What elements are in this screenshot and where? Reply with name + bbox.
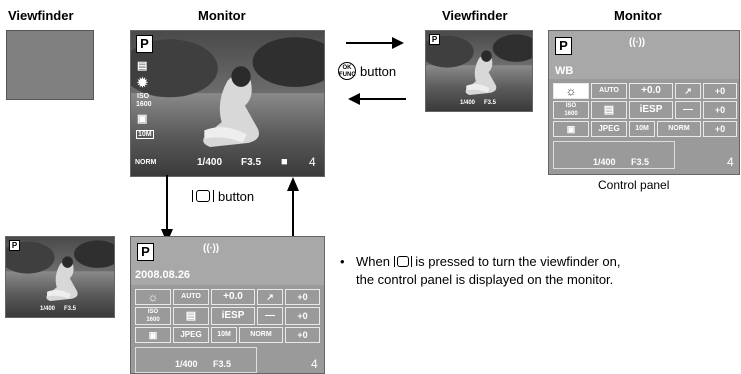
quality-cell-bottom[interactable]: NORM xyxy=(239,327,283,343)
panel-shutter: 1/400 xyxy=(593,157,616,167)
wb-cell[interactable]: ☼ xyxy=(553,83,589,99)
viewfinder-live-view-right: P 1/400 F3.5 xyxy=(425,30,533,112)
panel-bottom-shutter: 1/400 xyxy=(175,359,198,369)
iso-value: 1600 xyxy=(136,101,152,108)
metering-icon: ▣ xyxy=(137,113,148,125)
drive-icon: ▤ xyxy=(137,60,148,72)
note-line1-pre: When xyxy=(356,254,390,269)
iso-cell-value: 1600 xyxy=(564,111,578,117)
wb-cell-bottom[interactable]: ☼ xyxy=(135,289,171,305)
header-viewfinder-left: Viewfinder xyxy=(8,8,74,23)
header-viewfinder-right: Viewfinder xyxy=(442,8,508,23)
metering-cell-bottom[interactable]: iESP xyxy=(211,307,255,325)
note-line1: When is pressed to turn the viewfinder o… xyxy=(356,254,620,269)
small-shutter: 1/400 xyxy=(460,100,476,106)
drive-cell[interactable]: ▤ xyxy=(591,101,627,119)
iso-label: ISO xyxy=(137,93,150,100)
note-bullet: • xyxy=(340,254,345,269)
header-monitor-right: Monitor xyxy=(614,8,662,23)
note-line1-post: is pressed to turn the viewfinder on, xyxy=(415,254,621,269)
viewfinder-button-inline-icon xyxy=(393,256,412,267)
af-cell-bottom[interactable]: ▣ xyxy=(135,327,171,343)
panel-bottom-bar-2 xyxy=(135,347,257,373)
size-cell-bottom[interactable]: 10M xyxy=(211,327,237,343)
wb-label: WB xyxy=(555,65,574,77)
iso-cell-label: ISO xyxy=(565,103,577,109)
shutter-speed: 1/400 xyxy=(197,157,223,168)
viewfinder-photo-left xyxy=(6,237,114,317)
gradation-cell[interactable]: +0 xyxy=(703,121,737,137)
quality-cell[interactable]: NORM xyxy=(657,121,701,137)
af-cell[interactable]: ▣ xyxy=(553,121,589,137)
flash-comp-cell-bottom[interactable]: — xyxy=(257,307,283,325)
panel-frames: 4 xyxy=(727,155,734,169)
saturation-cell-bottom[interactable]: +0 xyxy=(285,307,320,325)
size-cell[interactable]: 10M xyxy=(629,121,655,137)
arrow-left xyxy=(348,93,406,105)
arrow-down xyxy=(161,175,173,243)
small-aperture: F3.5 xyxy=(484,100,497,106)
viewfinder-photo xyxy=(426,31,532,111)
panel-mode: P xyxy=(555,37,572,55)
camera-icon: ■ xyxy=(281,156,288,168)
ok-button-label: button xyxy=(360,64,397,79)
format-cell[interactable]: JPEG xyxy=(591,121,627,137)
monitor-photo xyxy=(131,31,324,176)
compression-label: NORM xyxy=(135,159,157,166)
ev-cell-bottom[interactable]: +0.0 xyxy=(211,289,255,305)
gradation-cell-bottom[interactable]: +0 xyxy=(285,327,320,343)
viewfinder-button-icon xyxy=(192,190,214,202)
control-panel-caption: Control panel xyxy=(598,178,670,192)
iso-cell[interactable]: ISO 1600 xyxy=(553,101,589,119)
viewfinder-button-label: button xyxy=(218,189,255,204)
mode-indicator-small: P xyxy=(429,34,440,45)
panel-bottom-bar xyxy=(553,141,675,169)
viewfinder-live-view-left: P 1/400 F3.5 xyxy=(5,236,115,318)
saturation-cell[interactable]: +0 xyxy=(703,101,737,119)
control-panel-right: P ((∙)) WB ☼ AUTO +0.0 ↗ +0 ISO 1600 ▤ iE… xyxy=(548,30,740,175)
iso-cell-bottom[interactable]: ISO 1600 xyxy=(135,307,171,325)
header-monitor-left: Monitor xyxy=(198,8,246,23)
monitor-live-view: P ▤ ✹ ISO 1600 ▣ 10M NORM 1/400 F3.5 ■ 4 xyxy=(130,30,325,177)
panel-aperture: F3.5 xyxy=(631,157,650,167)
control-panel-bottom: P ((∙)) 2008.08.26 ☼ AUTO +0.0 ↗ +0 ISO 1… xyxy=(130,236,325,374)
ev-cell[interactable]: +0.0 xyxy=(629,83,673,99)
iso-auto-cell-bottom[interactable]: AUTO xyxy=(173,289,209,305)
metering-cell[interactable]: iESP xyxy=(629,101,673,119)
panel-bottom-mode: P xyxy=(137,243,154,261)
panel-bottom-aperture: F3.5 xyxy=(213,359,232,369)
panel-bottom-date: 2008.08.26 xyxy=(135,269,191,281)
image-size-icon: 10M xyxy=(136,130,154,139)
contrast-cell[interactable]: +0 xyxy=(703,83,737,99)
iso-cell-bottom-label: ISO xyxy=(147,309,159,315)
small-shutter-left: 1/400 xyxy=(40,306,56,312)
viewfinder-blank xyxy=(6,30,94,100)
note-line2: the control panel is displayed on the mo… xyxy=(356,272,614,287)
sharpness-cell-bottom[interactable]: ↗ xyxy=(257,289,283,305)
mode-indicator: P xyxy=(136,35,153,53)
drive-cell-bottom[interactable]: ▤ xyxy=(173,307,209,325)
iso-auto-cell[interactable]: AUTO xyxy=(591,83,627,99)
contrast-cell-bottom[interactable]: +0 xyxy=(285,289,320,305)
sharpness-cell[interactable]: ↗ xyxy=(675,83,701,99)
iso-cell-bottom-value: 1600 xyxy=(146,317,160,323)
flash-comp-cell[interactable]: — xyxy=(675,101,701,119)
small-aperture-left: F3.5 xyxy=(64,306,77,312)
mode-indicator-small-left: P xyxy=(9,240,20,251)
shake-icon: ((∙)) xyxy=(629,37,646,48)
panel-bottom-shake: ((∙)) xyxy=(203,243,220,254)
arrow-up xyxy=(287,177,299,245)
white-balance-icon: ✹ xyxy=(137,75,148,90)
format-cell-bottom[interactable]: JPEG xyxy=(173,327,209,343)
arrow-right xyxy=(346,37,404,49)
aperture-value: F3.5 xyxy=(241,157,262,168)
panel-bottom-frames: 4 xyxy=(311,357,318,371)
frames-remaining: 4 xyxy=(309,155,316,169)
